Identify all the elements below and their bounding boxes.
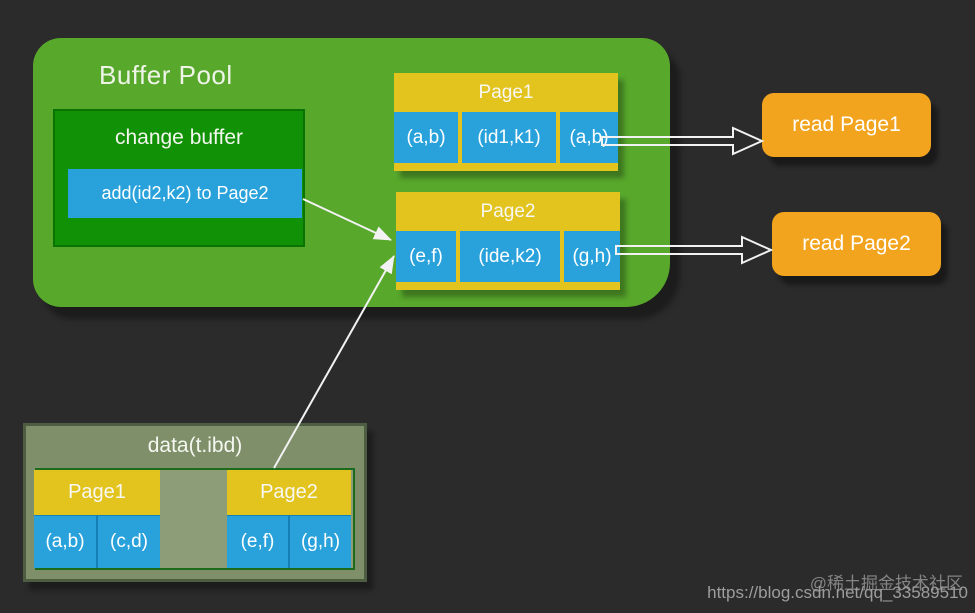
disk-page1-cells: (a,b) (c,d) bbox=[34, 515, 160, 568]
memory-page1-cells: (a,b) (id1,k1) (a,b) bbox=[394, 112, 618, 171]
memory-page1-table: Page1 (a,b) (id1,k1) (a,b) bbox=[394, 73, 618, 171]
disk-page2-cells: (e,f) (g,h) bbox=[227, 515, 351, 568]
page-cell: (c,d) bbox=[96, 516, 160, 568]
disk-page2-table: Page2 (e,f) (g,h) bbox=[227, 470, 351, 568]
disk-page2-header: Page2 bbox=[227, 470, 351, 515]
memory-page2-header: Page2 bbox=[480, 201, 536, 222]
page-cell: (e,f) bbox=[240, 531, 275, 552]
memory-page2-table: Page2 (e,f) (ide,k2) (g,h) bbox=[396, 192, 620, 290]
disk-file-box: data(t.ibd) Page1 (a,b) (c,d) Page2 (e,f… bbox=[23, 423, 367, 582]
change-buffer-box: change buffer add(id2,k2) to Page2 bbox=[53, 109, 305, 247]
page-cell: (g,h) bbox=[288, 516, 351, 568]
page-cell: (id1,k1) bbox=[462, 112, 556, 163]
watermark-community: @稀土掘金技术社区 bbox=[809, 574, 963, 593]
disk-file-title: data(t.ibd) bbox=[147, 434, 243, 457]
page-cell: (ide,k2) bbox=[460, 231, 560, 282]
change-buffer-operation: add(id2,k2) to Page2 bbox=[68, 169, 302, 218]
memory-page1-header: Page1 bbox=[478, 82, 534, 103]
page-cell: (a,b) bbox=[394, 112, 458, 163]
read-page1-box: read Page1 bbox=[762, 93, 931, 157]
disk-page1-table: Page1 (a,b) (c,d) bbox=[34, 470, 160, 568]
buffer-pool-title: Buffer Pool bbox=[99, 60, 233, 90]
disk-page1-header: Page1 bbox=[34, 470, 160, 515]
change-buffer-title: change buffer bbox=[114, 126, 244, 149]
watermark-url: https://blog.csdn.net/qq_33589510 bbox=[707, 583, 968, 602]
page-cell: (e,f) bbox=[396, 231, 456, 282]
page-cell: (g,h) bbox=[564, 231, 620, 282]
page-cell: (a,b) bbox=[560, 112, 618, 163]
memory-page2-cells: (e,f) (ide,k2) (g,h) bbox=[396, 231, 620, 290]
page-cell: (a,b) bbox=[45, 531, 85, 552]
read-page2-box: read Page2 bbox=[772, 212, 941, 276]
